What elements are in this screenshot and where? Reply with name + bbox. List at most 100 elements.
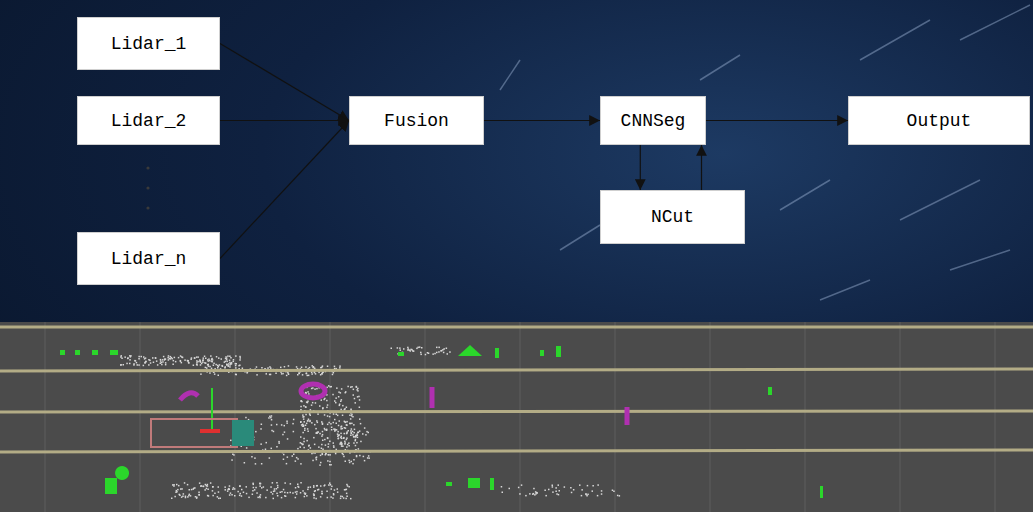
lidar-point [364,427,366,429]
lidar-point [421,347,423,349]
lidar-point [353,432,355,434]
lidar-point [521,484,523,486]
lidar-point [353,436,355,438]
lidar-point [171,498,173,500]
lidar-point [358,448,360,450]
lidar-point [242,368,244,370]
box-label: Fusion [384,111,449,131]
lidar-point [328,443,330,445]
lidar-point [161,362,163,364]
lidar-point [274,488,276,490]
lidar-point [318,446,320,448]
lidar-point [440,350,442,352]
lidar-point [187,360,189,362]
lidar-point [324,414,326,416]
lidar-point [214,493,216,495]
lidar-point [314,424,316,426]
lidar-point [318,489,320,491]
lidar-point [287,438,289,440]
lidar-point [292,492,294,494]
lidar-point [353,424,355,426]
lidar-point [246,486,248,488]
lidar-point [349,415,351,417]
lidar-point [120,364,122,366]
lidar-point [357,435,359,437]
lidar-point [284,425,286,427]
lidar-point [328,484,330,486]
lidar-point [326,400,328,402]
lidar-point [358,432,360,434]
lidar-point [297,448,299,450]
lidar-point [272,482,274,484]
lidar-point [216,356,218,358]
lidar-point [305,366,307,368]
lidar-point [353,436,355,438]
lidar-point [341,443,343,445]
lidar-point [314,372,316,374]
lidar-point [305,414,307,416]
lidar-point [358,396,360,398]
lidar-point [308,445,310,447]
lidar-point [333,428,335,430]
lidar-point [228,488,230,490]
lidar-point [260,428,262,430]
lidar-point [346,424,348,426]
lidar-point [175,361,177,363]
lidar-point [432,353,434,355]
lidar-point [564,486,566,488]
lidar-point [179,495,181,497]
lidar-point [138,356,140,358]
lidar-point [329,482,331,484]
lidar-point [351,386,353,388]
lidar-point [342,405,344,407]
lidar-point [322,440,324,442]
lidar-point [176,491,178,493]
lidar-point [316,485,318,487]
lidar-point [290,483,292,485]
lidar-point [209,372,211,374]
lidar-point [316,432,318,434]
lidar-point [235,374,237,376]
lidar-point [313,437,315,439]
lidar-point [300,436,302,438]
lidar-point [222,366,224,368]
lidar-point [203,357,205,359]
lidar-point [123,364,125,366]
lidar-point [328,454,330,456]
lidar-point [315,498,317,500]
lidar-point [345,489,347,491]
lidar-point [124,356,126,358]
lidar-point [196,497,198,499]
lidar-point [335,402,337,404]
lidar-point [333,447,335,449]
lidar-point [327,415,329,417]
lidar-point [338,391,340,393]
lidar-point [335,453,337,455]
lidar-point [619,495,621,497]
lidar-point [301,400,303,402]
lidar-point [236,363,238,365]
lidar-point [312,402,314,404]
flow-arrow [220,120,349,121]
lidar-point [585,494,587,496]
lidar-point [586,495,588,497]
lidar-point [189,494,191,496]
lidar-point [281,491,283,493]
lidar-point [346,493,348,495]
lidar-point [181,488,183,490]
lidar-point [130,356,132,358]
lidar-point [337,415,339,417]
lidar-point [220,498,222,500]
lidar-point [307,401,309,403]
lidar-point [307,402,309,404]
lidar-point [315,402,317,404]
lidar-point [178,357,180,359]
lidar-point [261,487,263,489]
lidar-point [287,492,289,494]
lidar-point [246,447,248,449]
lidar-point [340,428,342,430]
lidar-point [340,496,342,498]
lidar-point [544,490,546,492]
lidar-point [265,449,267,451]
lidar-point [315,428,317,430]
